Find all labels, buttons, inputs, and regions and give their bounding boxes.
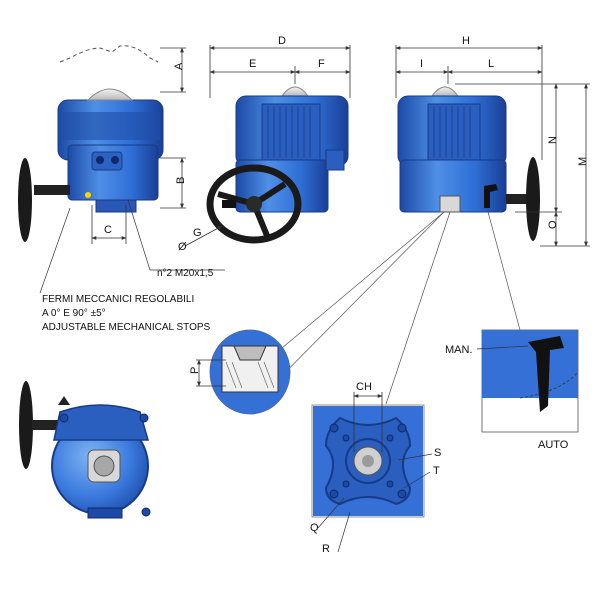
dim-f: F [294,58,351,74]
dim-e: E [209,58,296,84]
cover-clearance-outline [59,45,159,63]
man-auto-lever[interactable] [484,184,498,208]
nameplate [87,507,123,519]
stops-note-en: ADJUSTABLE MECHANICAL STOPS [42,322,211,333]
dim-q-label: Q [310,522,319,534]
dim-d: D [209,35,351,98]
dim-e-label: E [249,58,256,70]
dim-p-label: P [189,367,201,374]
flange-detail: CH S T Q R [310,381,441,555]
dim-c: C [91,205,127,244]
dim-d-label: D [278,35,286,47]
dim-h-label: H [462,35,470,47]
position-indicator-dome [86,88,134,101]
front-view [18,45,164,242]
dim-c-label: C [104,224,112,236]
top-view [19,381,151,519]
handwheel[interactable] [18,158,32,242]
coupling-detail: P [189,329,291,415]
mode-manual-label: MAN. [445,344,473,356]
dim-t-label: T [433,465,440,477]
handwheel-top[interactable] [19,381,33,469]
handwheel-rear[interactable] [526,157,540,241]
handwheel-front[interactable] [206,164,302,244]
dim-g-label: G [193,227,202,239]
stops-note-it: FERMI MECCANICI REGOLABILI [42,294,194,305]
dim-m: M [540,83,590,247]
handwheel-shaft [34,185,70,195]
thread-note: n°2 M20x1,5 [157,268,214,279]
dim-m-label: M [577,157,589,166]
dim-l: L [447,58,543,74]
dim-r-label: R [322,543,330,555]
dim-f-label: F [318,58,325,70]
dim-n-label: N [547,136,559,144]
dim-l-label: L [488,58,494,70]
mode-auto-label: AUTO [538,439,569,451]
dim-a: A [160,47,186,93]
dim-g: Ø G [178,225,223,253]
dim-i-label: I [420,58,423,70]
dim-a-label: A [173,62,185,70]
dim-b-label: B [175,177,187,184]
side-view [206,86,349,244]
lever-detail: MAN. AUTO [445,329,579,451]
drive-coupling [439,195,461,213]
stops-note-range: A 0° E 90° ±5° [42,308,106,319]
dim-i: I [395,58,449,84]
dim-b: B [160,157,187,209]
dim-s-label: S [434,447,441,459]
diameter-symbol: Ø [178,241,187,253]
cable-gland-marker [85,192,91,198]
dim-ch-label: CH [356,381,372,393]
lever-handle[interactable] [528,336,564,412]
dim-o: O [547,211,559,247]
rear-view [397,86,540,241]
dim-o-label: O [547,220,559,229]
